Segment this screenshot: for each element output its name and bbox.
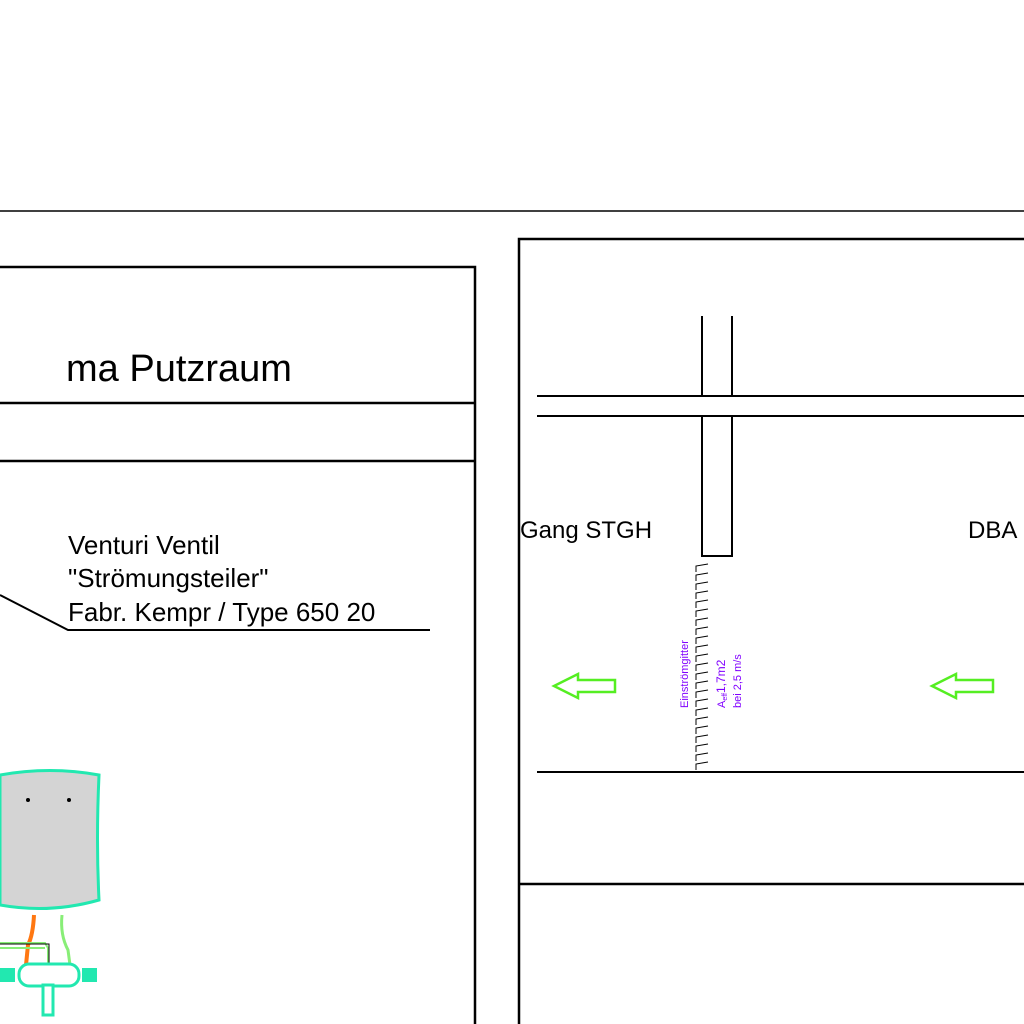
leader-line — [0, 594, 430, 631]
airflow-arrows — [551, 671, 995, 701]
supply-pipe — [0, 942, 49, 963]
mount-point — [26, 798, 30, 802]
arrow-left-icon — [551, 671, 617, 701]
supply-line — [0, 943, 50, 963]
duct — [701, 415, 733, 557]
grille-area: Aeff1,7m2 — [714, 659, 729, 708]
valve-outlet — [41, 983, 55, 1017]
water-heater — [0, 769, 101, 1017]
grille-annotation: Einströmgitter Aeff1,7m2 bei 2,5 m/s — [679, 640, 744, 708]
area-prefix: A — [716, 700, 728, 708]
grille-velocity: bei 2,5 m/s — [732, 654, 744, 708]
valve-connector — [0, 968, 15, 982]
right-panel-border — [517, 237, 1024, 1024]
drawing-title: ma Putzraum — [66, 348, 292, 390]
grille-label: Einströmgitter — [679, 640, 691, 708]
callout-line-1: Venturi Ventil — [68, 530, 220, 560]
callout-line-3: Fabr. Kempr / Type 650 20 — [68, 597, 375, 627]
room-label-right: DBA — [968, 517, 1017, 544]
arrow-left-icon — [929, 671, 995, 701]
cold-pipe — [60, 914, 72, 966]
grille-symbol — [695, 563, 709, 770]
left-panel-border — [0, 265, 477, 1024]
frame-lines — [0, 210, 1024, 1024]
heater-tank — [0, 769, 101, 911]
mount-point — [67, 798, 71, 802]
valve-connector — [82, 968, 97, 982]
room-label-left: Gang STGH — [520, 517, 652, 544]
callout-line-2: "Strömungsteiler" — [68, 563, 269, 593]
area-value: 1,7m2 — [714, 659, 728, 693]
area-subscript: eff — [722, 693, 729, 701]
hot-pipe — [24, 914, 36, 966]
venturi-valve — [17, 962, 81, 988]
